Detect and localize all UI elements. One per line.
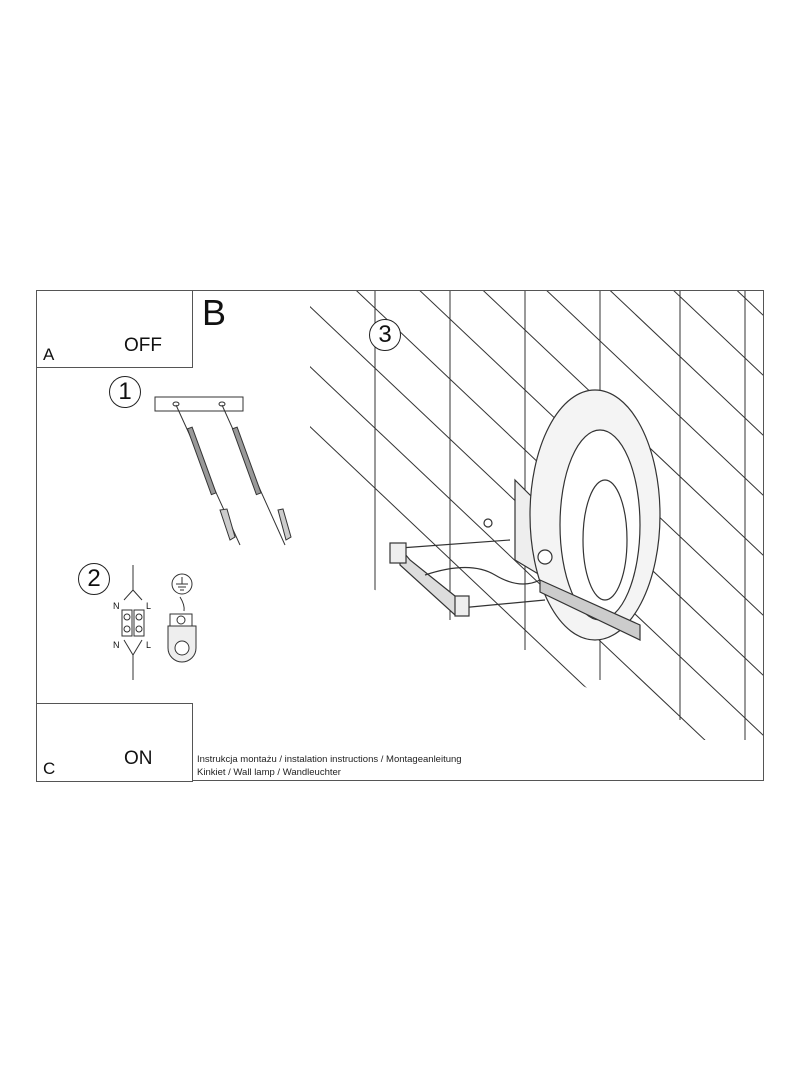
- panel-c: C ON: [36, 703, 193, 782]
- on-label: ON: [124, 748, 153, 769]
- panel-a-letter: A: [43, 345, 55, 364]
- caption-instructions: Instrukcja montażu / instalation instruc…: [197, 754, 462, 765]
- wire-label-l-bottom: L: [146, 640, 152, 650]
- wire-label-n-top: N: [113, 601, 120, 611]
- step-2-drawing: [121, 565, 197, 680]
- step-2-number: 2: [78, 563, 110, 595]
- wire-label-n-bottom: N: [113, 640, 120, 650]
- step-1-number: 1: [109, 376, 141, 408]
- step-1-drawing: [154, 396, 292, 546]
- step-3-number: 3: [369, 319, 401, 351]
- wire-label-l-top: L: [146, 601, 152, 611]
- instruction-frame: [36, 290, 764, 781]
- caption-product: Kinkiet / Wall lamp / Wandleuchter: [197, 767, 341, 778]
- off-label: OFF: [124, 335, 162, 356]
- panel-a: A OFF: [36, 290, 193, 368]
- panel-c-letter: C: [43, 759, 56, 778]
- brick-wall: [310, 291, 763, 740]
- panel-b-letter: B: [202, 292, 227, 333]
- wall-lamp: [389, 389, 661, 641]
